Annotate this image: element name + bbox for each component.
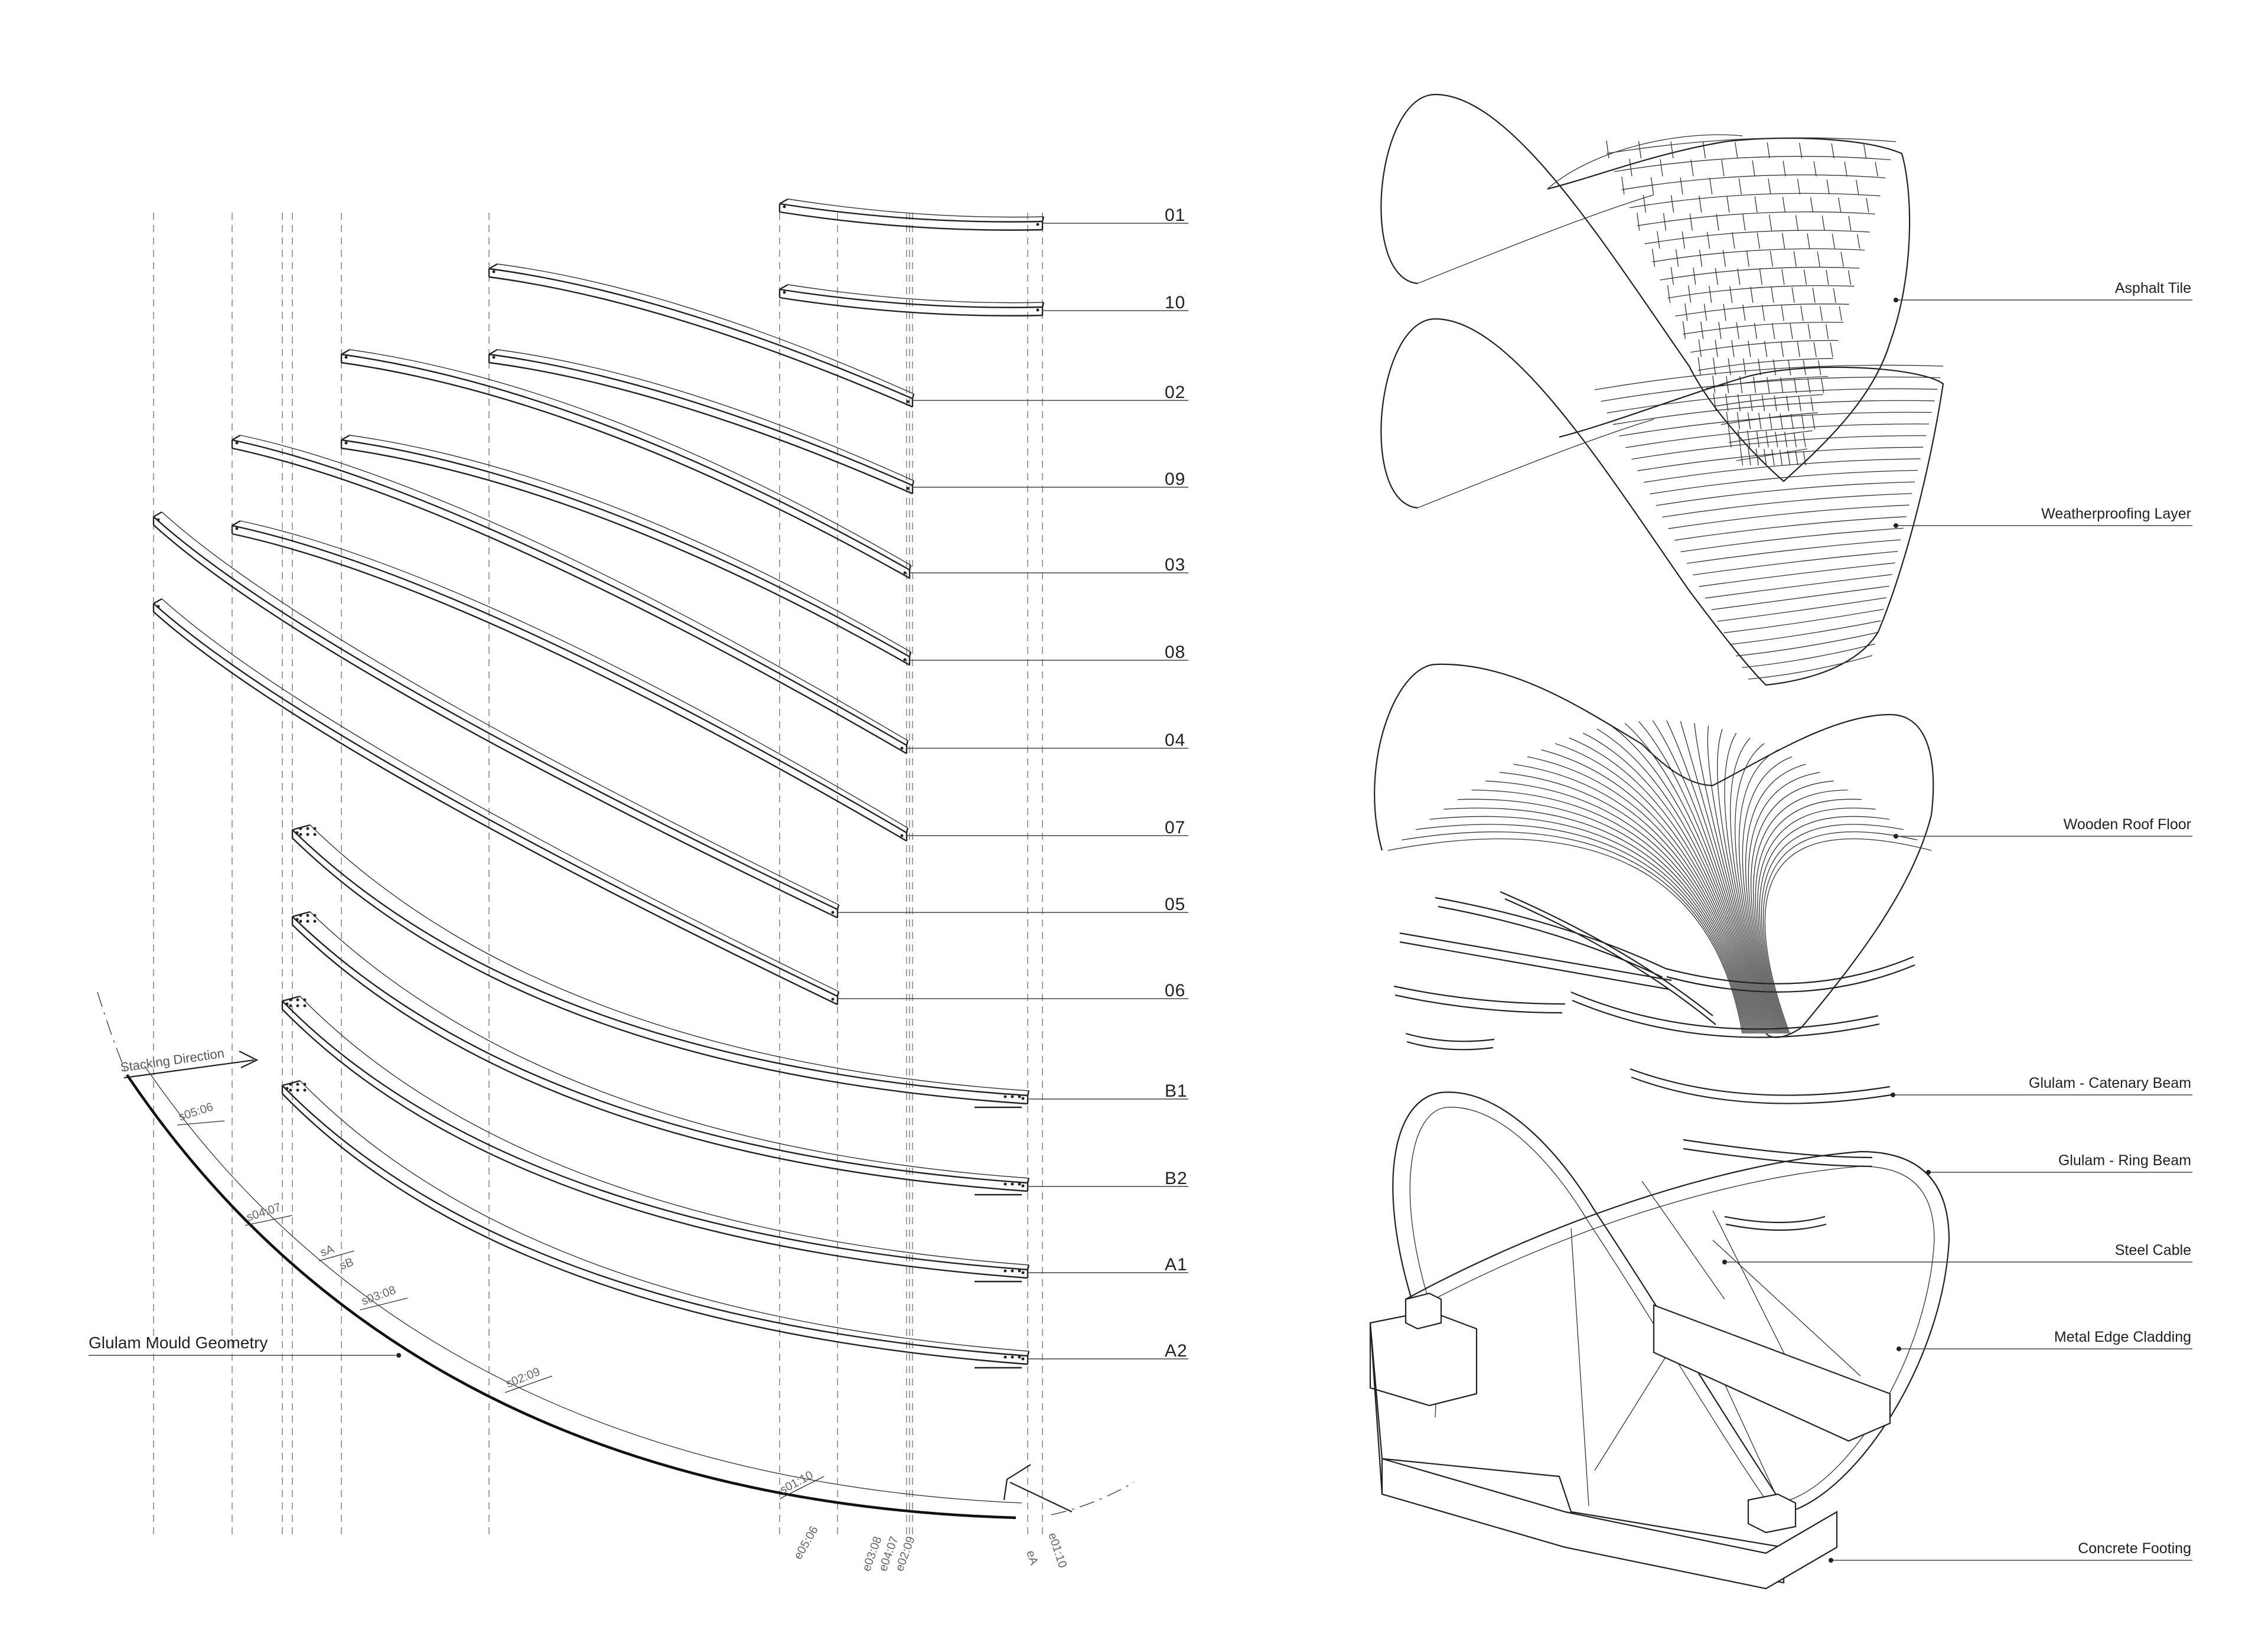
mould-tag: s05:06 — [177, 1100, 215, 1123]
beam-01 — [778, 198, 1045, 231]
beam-A2 — [281, 1080, 1030, 1369]
weatherproofing-layer — [1380, 318, 1944, 686]
stacking-direction-label: Stacking Direction — [119, 1046, 225, 1075]
catenary-arch-left — [1392, 1091, 1784, 1507]
beam-02 — [488, 263, 915, 408]
beam-08 — [340, 434, 912, 666]
stacking-arrow-bottom — [1003, 1464, 1073, 1512]
beam-label-04: 04 — [1165, 731, 1185, 750]
layer-label-steel-cable: Steel Cable — [2115, 1242, 2191, 1258]
beam-label-06: 06 — [1165, 981, 1185, 1000]
roof-floor-outline — [1374, 663, 1934, 1038]
mould-extension-end — [1051, 1482, 1135, 1515]
beam-label-09: 09 — [1165, 469, 1185, 489]
layer-labels: Asphalt Tile Weatherproofing Layer Woode… — [2029, 280, 2191, 1557]
beam-B1 — [291, 824, 1030, 1108]
mould-tag: e05:06 — [791, 1524, 821, 1562]
catenary-arch-left-inner — [1409, 1107, 1772, 1509]
beam-label-A1: A1 — [1165, 1255, 1188, 1274]
beam-A1 — [281, 995, 1030, 1283]
beam-labels: 01 10 02 09 03 08 04 07 05 06 B1 B2 A1 A… — [1165, 206, 1188, 1361]
beam-label-B2: B2 — [1165, 1169, 1188, 1188]
asphalt-tile-outline — [1380, 93, 1911, 482]
roof-floor-ribs — [1387, 720, 1932, 1034]
beam-B2 — [291, 911, 1030, 1196]
layer-label-asphalt-tile: Asphalt Tile — [2115, 280, 2191, 296]
layer-label-weatherproofing: Weatherproofing Layer — [2041, 506, 2191, 522]
beam-label-01: 01 — [1165, 206, 1185, 225]
beam-03 — [340, 348, 912, 579]
projection-lines — [153, 213, 1043, 1535]
wooden-roof-floor-layer — [1374, 663, 1934, 1038]
pavilion-structure — [1369, 1091, 1950, 1590]
layer-label-ring-beam: Glulam - Ring Beam — [2058, 1152, 2191, 1169]
asphalt-tile-layer — [1380, 93, 1911, 482]
glulam-beam-stack: Stacking Direction s05:06 s04:07 sA sB s… — [89, 198, 1188, 1573]
beam-label-03: 03 — [1165, 555, 1185, 575]
mould-tag: s04:07 — [245, 1201, 283, 1224]
beam-10 — [778, 283, 1045, 317]
curved-beams — [152, 198, 1045, 1369]
weatherproofing-outline — [1380, 318, 1944, 686]
beam-06 — [152, 598, 840, 1006]
layer-label-wooden-roof-floor: Wooden Roof Floor — [2064, 816, 2191, 833]
mould-inner-arc — [144, 1065, 1022, 1504]
asphalt-tile-back-edge — [1417, 134, 1743, 284]
beam-leaders — [838, 223, 1188, 1359]
footing-block-a — [1405, 1292, 1442, 1330]
ring-beam-small-segment — [1724, 1215, 1827, 1231]
stacking-arrow-top — [123, 1051, 259, 1079]
beam-label-05: 05 — [1165, 895, 1185, 914]
pavilion-exploded-layers: Asphalt Tile Weatherproofing Layer Woode… — [1369, 93, 2192, 1590]
layer-label-concrete-footing: Concrete Footing — [2078, 1540, 2191, 1557]
mould-tag: eA — [1024, 1549, 1041, 1567]
mould-geometry-label: Glulam Mould Geometry — [89, 1333, 268, 1352]
asphalt-tile-grid — [1606, 137, 1896, 466]
mould-geometry-dot — [396, 1353, 401, 1358]
beam-label-08: 08 — [1165, 643, 1185, 662]
weatherproofing-back-edge — [1417, 419, 1654, 508]
mould-extension-top — [97, 992, 128, 1075]
footing-block-b — [1747, 1493, 1797, 1534]
beam-04 — [231, 434, 909, 755]
concrete-footing-main — [1381, 1458, 1838, 1590]
beam-07 — [231, 520, 909, 842]
layer-label-metal-edge-cladding: Metal Edge Cladding — [2054, 1329, 2191, 1345]
layer-leaders — [1722, 298, 2192, 1563]
weatherproofing-strips — [1594, 364, 1944, 680]
beam-label-10: 10 — [1165, 293, 1185, 312]
layer-label-catenary-beam: Glulam - Catenary Beam — [2029, 1075, 2191, 1091]
beam-label-A2: A2 — [1165, 1341, 1188, 1361]
concrete-footing-right — [1653, 1304, 1891, 1442]
beam-label-02: 02 — [1165, 383, 1185, 402]
beam-09 — [488, 348, 915, 495]
ring-beam-top-segment — [1683, 1139, 1873, 1168]
steel-cables — [1435, 1181, 1861, 1512]
beam-label-07: 07 — [1165, 818, 1185, 837]
beam-label-B1: B1 — [1165, 1081, 1188, 1101]
glulam-catenary-beams — [1393, 891, 1915, 1104]
mould-tag: e01:10 — [1045, 1531, 1069, 1570]
mould-tag: s01:10 — [778, 1469, 815, 1497]
beam-05 — [152, 511, 840, 919]
mould-outer-arc — [126, 1074, 1016, 1520]
mould-start-tag-rules — [177, 1120, 825, 1499]
